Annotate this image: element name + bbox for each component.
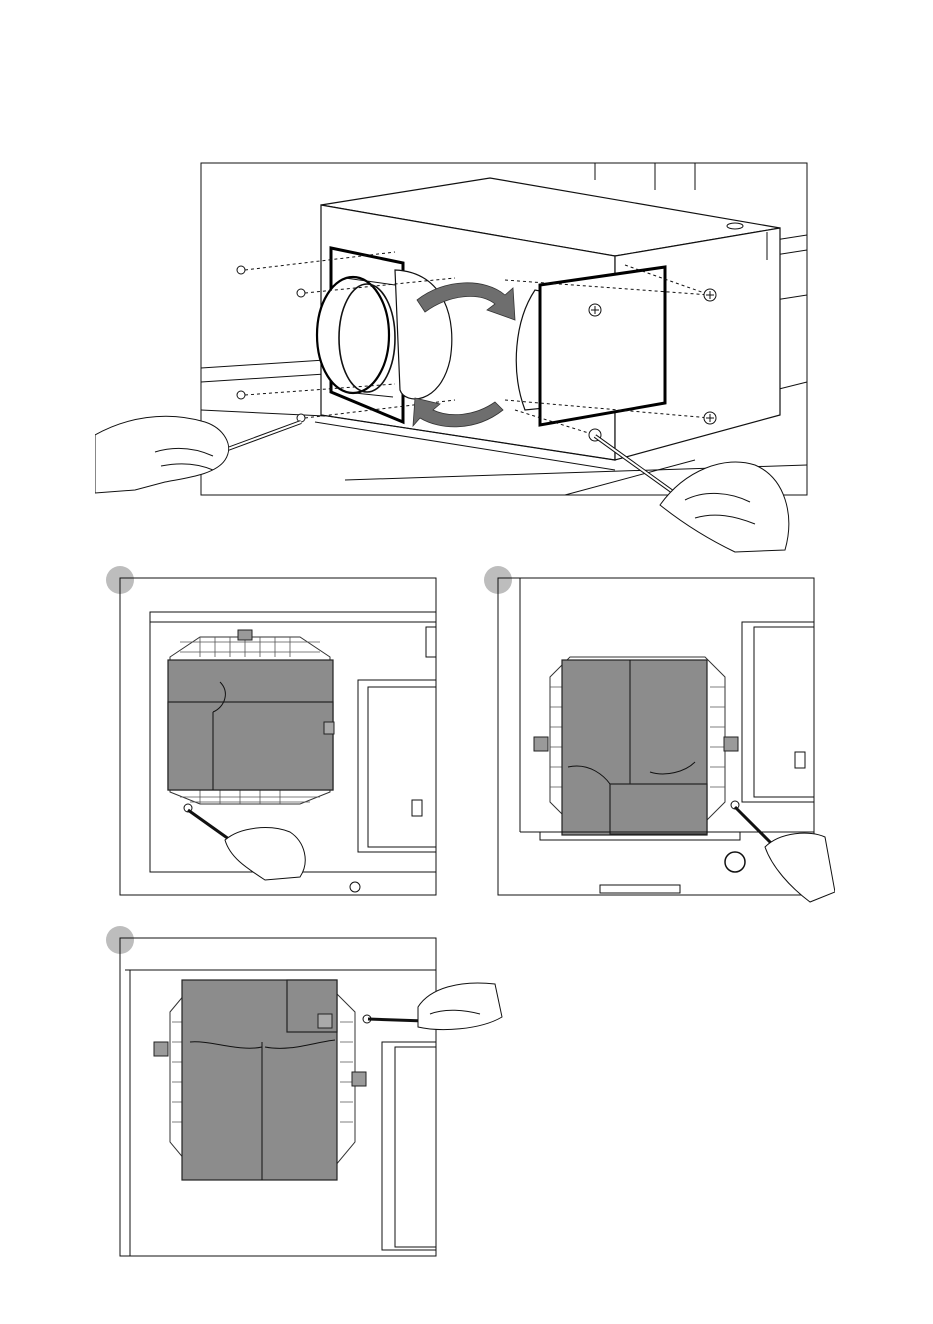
hand-icon <box>418 983 502 1030</box>
screwdriver-icon <box>368 1019 425 1021</box>
control-box <box>742 622 814 802</box>
cover-plate-right <box>516 267 665 425</box>
screwdriver-icon <box>225 422 301 450</box>
control-box <box>382 1042 436 1250</box>
step-b-illustration <box>480 562 835 907</box>
hand-icon <box>765 833 835 902</box>
motor-cover <box>182 980 337 1180</box>
hand-icon <box>660 462 789 552</box>
motor-cover <box>168 660 334 790</box>
step-a-illustration <box>100 562 445 897</box>
main-illustration <box>95 160 815 560</box>
step-c-illustration <box>100 922 510 1264</box>
motor-cover <box>562 660 707 835</box>
hand-icon <box>95 416 229 493</box>
